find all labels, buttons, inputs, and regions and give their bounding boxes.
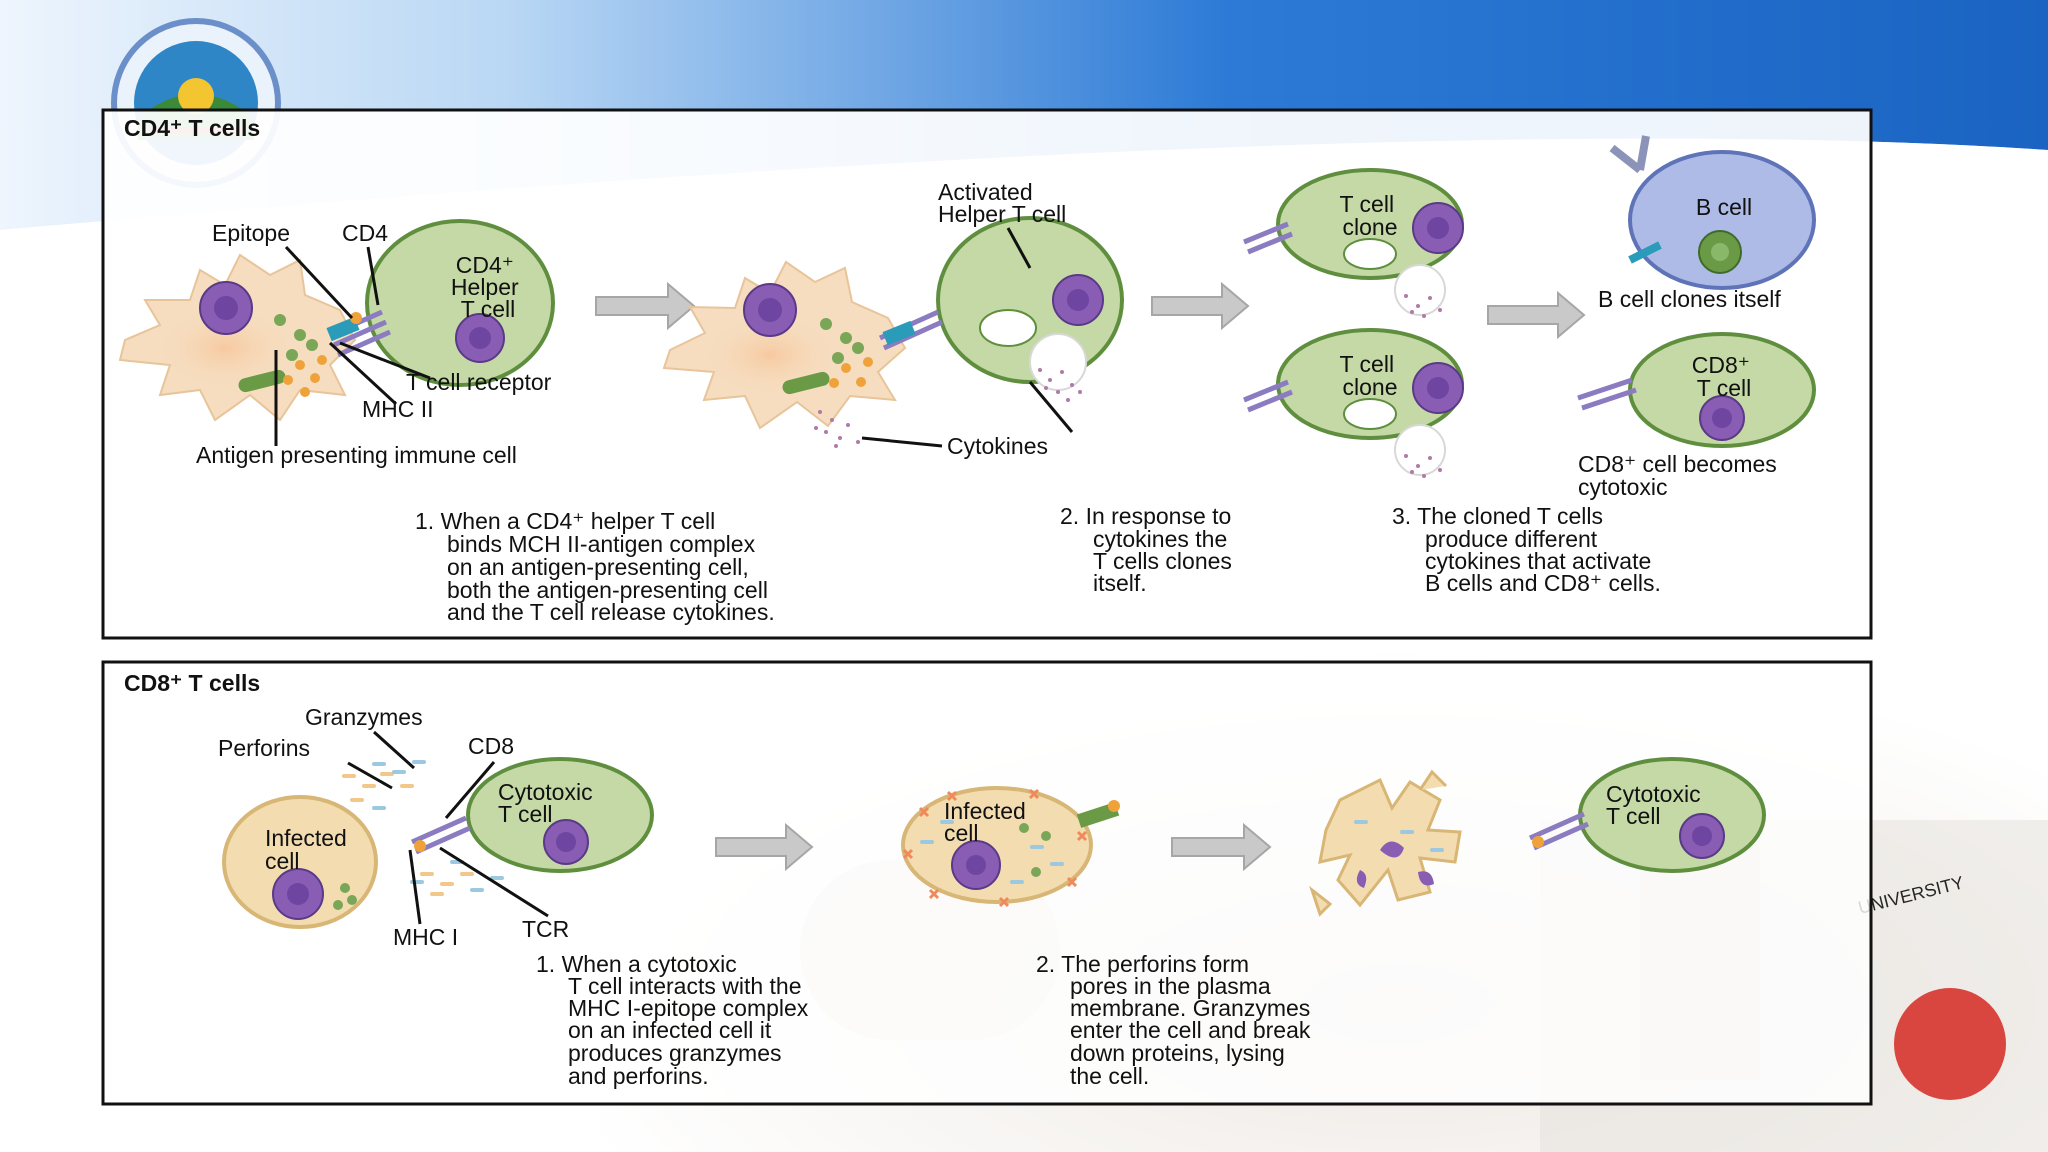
cd8-t-cell <box>1577 332 1816 448</box>
label-granzymes: Granzymes <box>305 704 423 730</box>
label-clone-1: T cell clone <box>1340 191 1401 240</box>
cytotoxic-t-cell-2 <box>1528 757 1766 873</box>
label-tcr: TCR <box>522 916 569 942</box>
label-clone-2: T cell clone <box>1340 351 1401 400</box>
activated-helper-t-cell <box>878 216 1124 391</box>
label-b-cell: B cell <box>1696 194 1752 220</box>
label-cd8-cell: CD8⁺ T cell <box>1692 352 1757 401</box>
label-activated: Activated Helper T cell <box>938 179 1066 227</box>
cd4-step-2: 2. In response to cytokines the T cells … <box>1060 503 1238 596</box>
label-epitope: Epitope <box>212 220 290 246</box>
infected-cell-1 <box>222 795 378 929</box>
label-infected-1: Infected cell <box>265 825 353 874</box>
leader-lines-1 <box>274 245 431 446</box>
antigen-presenting-cell-2 <box>662 260 907 430</box>
b-cell <box>1609 135 1816 290</box>
cd8-step-1: 1. When a cytotoxic T cell interacts wit… <box>536 951 815 1089</box>
label-infected-2: Infected cell <box>944 798 1032 846</box>
leader-lines-2 <box>861 227 1074 448</box>
lysed-cell <box>1309 769 1462 917</box>
cytokine-dots-2 <box>1404 294 1442 478</box>
label-cd4: CD4 <box>342 220 388 246</box>
label-b-cell-caption: B cell clones itself <box>1598 286 1781 312</box>
label-perforins: Perforins <box>218 735 310 761</box>
cd4-panel-title: CD4⁺ T cells <box>124 115 260 141</box>
label-cd8-caption: CD8⁺ cell becomes cytotoxic <box>1578 451 1783 500</box>
process-arrow-1 <box>595 281 696 331</box>
cytotoxic-t-cell-1 <box>410 757 654 873</box>
leader-lines-3 <box>347 730 549 925</box>
process-arrow-2 <box>1151 281 1250 331</box>
label-cd8: CD8 <box>468 733 514 759</box>
label-mhc-ii: MHC II <box>362 396 434 422</box>
label-mhc-i: MHC I <box>393 924 458 950</box>
label-helper-cell: CD4⁺ Helper T cell <box>451 252 525 322</box>
process-arrow-3 <box>1487 290 1586 340</box>
cd4-step-1: 1. When a CD4⁺ helper T cell binds MCH I… <box>415 508 775 625</box>
perforin-granzyme-particles-1 <box>342 760 504 896</box>
infected-cell-2 <box>901 786 1120 908</box>
slide-action-button[interactable] <box>1894 988 2006 1100</box>
label-t-cell-receptor: T cell receptor <box>406 369 552 395</box>
cd8-panel: CD8⁺ T cells <box>101 660 1873 1106</box>
cd4-step-3: 3. The cloned T cells produce different … <box>1392 503 1661 596</box>
cd4-helper-t-cell <box>365 219 555 387</box>
label-cytokines: Cytokines <box>947 433 1048 459</box>
process-arrow-5 <box>1171 822 1272 872</box>
label-apc: Antigen presenting immune cell <box>196 442 517 468</box>
cd8-step-2: 2. The perforins form pores in the plasm… <box>1036 951 1317 1089</box>
label-cytotoxic-2: Cytotoxic T cell <box>1606 781 1707 829</box>
cytokine-dots-1 <box>814 368 1082 448</box>
process-arrow-4 <box>715 822 814 872</box>
cd8-panel-title: CD8⁺ T cells <box>124 670 260 696</box>
label-cytotoxic-1: Cytotoxic T cell <box>498 779 599 827</box>
t-cell-clone-2 <box>1243 328 1464 476</box>
receptor-complex-1 <box>326 309 392 358</box>
antigen-presenting-cell-1 <box>118 253 357 422</box>
t-cell-clone-1 <box>1243 168 1464 316</box>
cd4-panel: CD4⁺ T cells Epitope <box>101 108 1873 640</box>
